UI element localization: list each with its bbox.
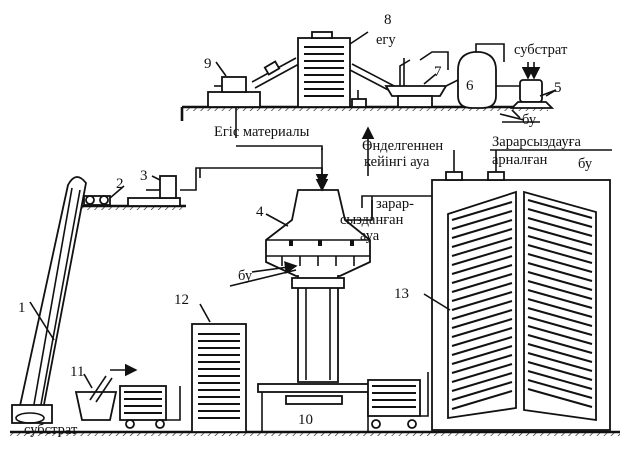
label-processed-2: кейінгі ауа — [364, 154, 430, 170]
vessel-5 — [509, 62, 557, 119]
cart-right — [367, 372, 429, 429]
label-disinfect-2: арналған — [492, 152, 548, 168]
label-bu-right: бу — [522, 112, 537, 128]
number-5: 5 — [554, 80, 562, 96]
label-sowing-material: Егіс материалы — [214, 124, 310, 140]
hopper-11 — [74, 363, 181, 429]
number-10: 10 — [298, 412, 313, 428]
chamber-13 — [431, 150, 611, 431]
upper-platform — [180, 105, 548, 121]
number-13: 13 — [394, 286, 409, 302]
number-9: 9 — [204, 56, 212, 72]
label-substrate-top: субстрат — [514, 42, 568, 58]
unit-8 — [297, 31, 399, 108]
pump-9 — [207, 57, 300, 108]
component-numbers: 1 2 3 4 5 6 7 8 9 10 11 12 13 — [18, 12, 562, 428]
label-egu: егу — [376, 32, 396, 48]
label-bu-far-right: бу — [578, 156, 593, 172]
number-11: 11 — [70, 364, 84, 380]
label-disinfected-3: ауа — [360, 228, 380, 244]
feeder-2 — [83, 195, 111, 206]
label-processed-1: Өнделгеннен — [362, 138, 443, 154]
number-8: 8 — [384, 12, 392, 28]
base-10 — [257, 383, 373, 432]
diagram-labels: егу субстрат бу Егіс материалы Өнделгенн… — [24, 32, 593, 438]
number-3: 3 — [140, 168, 148, 184]
label-disinfected-1: зарар- — [376, 196, 414, 212]
cabinet-12 — [191, 323, 247, 433]
label-bu-steam: бу — [238, 268, 253, 284]
conveyor-3 — [127, 167, 329, 207]
mixer-7 — [384, 51, 459, 108]
floor — [10, 430, 620, 436]
label-substrate-bottom: субстрат — [24, 422, 78, 438]
label-disinfect-1: Зарарсыздауға — [492, 134, 582, 150]
elevator — [11, 176, 87, 424]
leader-lines — [29, 61, 557, 389]
number-1: 1 — [18, 300, 26, 316]
number-7: 7 — [434, 64, 442, 80]
number-2: 2 — [116, 176, 124, 192]
label-disinfected-2: сызданған — [340, 212, 404, 228]
air-lines — [346, 126, 434, 221]
reactor-column — [235, 108, 371, 383]
number-4: 4 — [256, 204, 264, 220]
valve — [351, 90, 367, 108]
number-12: 12 — [174, 292, 189, 308]
tank-6 — [457, 43, 524, 109]
number-6: 6 — [466, 78, 474, 94]
